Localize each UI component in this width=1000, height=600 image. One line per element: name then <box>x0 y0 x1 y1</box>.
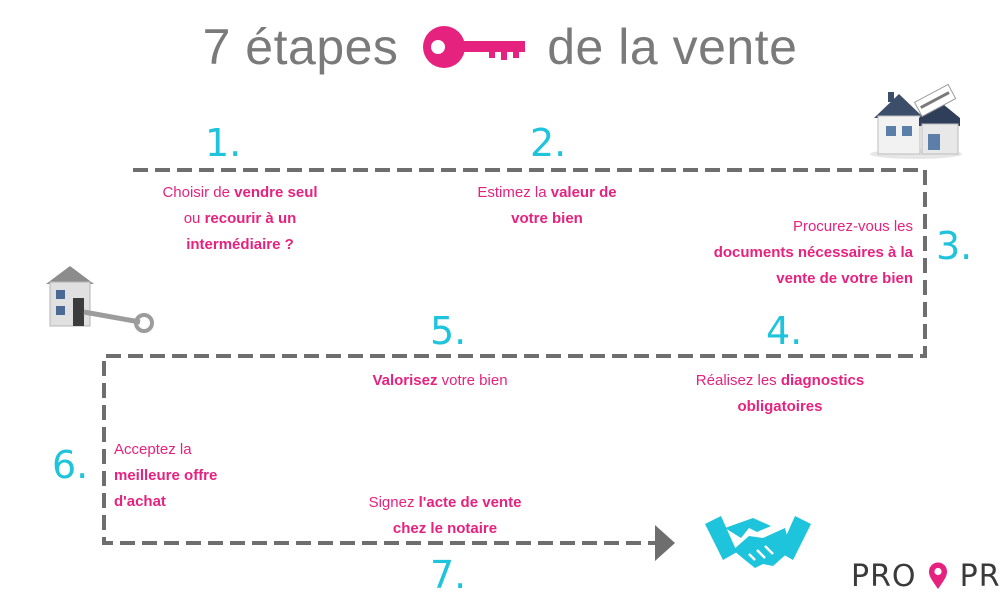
location-pin-icon <box>929 562 948 589</box>
house-for-sale-icon <box>870 83 962 159</box>
step-1-text: Choisir de vendre seul ou recourir à un in… <box>140 180 340 258</box>
step-5-number: 5. <box>430 309 467 353</box>
house-with-key-icon <box>46 266 154 333</box>
brand-logo: PRO PRIL <box>851 559 1000 594</box>
step-4-text: Réalisez les diagnostics obligatoires <box>670 368 890 420</box>
step-4-number: 4. <box>766 309 803 353</box>
step-text-run: d'achat <box>114 493 166 510</box>
step-text-run: vente de votre bien <box>776 270 913 287</box>
step-text-run: documents nécessaires à la <box>713 244 913 261</box>
step-7-text: Signez l'acte de vente chez le notaire <box>345 490 545 542</box>
step-text-run: Procurez-vous les <box>792 218 913 235</box>
step-5-text: Valorisez votre bien <box>330 368 550 394</box>
diagram-title: 7 étapes de la vente <box>0 14 1000 76</box>
title-after: de la vente <box>547 18 798 75</box>
step-7-number: 7. <box>430 553 467 597</box>
title-before: 7 étapes <box>202 18 399 75</box>
brand-part-2: PRI <box>959 559 1000 594</box>
step-3-number: 3. <box>936 224 973 268</box>
brand-part-1: PRO <box>851 559 917 594</box>
step-text-run: vendre seul <box>234 184 318 201</box>
step-text-run: chez le notaire <box>392 520 498 537</box>
step-3-text: Procurez-vous les documents nécessaires à… <box>660 214 913 292</box>
step-text-run: votre bien <box>437 372 508 389</box>
handshake-icon <box>705 516 811 568</box>
step-text-run: ou <box>183 210 205 227</box>
step-text-run: valeur de <box>550 184 617 201</box>
step-2-text: Estimez la valeur de votre bien <box>447 180 647 232</box>
step-text-run: meilleure offre <box>114 467 218 484</box>
step-text-run: votre bien <box>511 210 583 227</box>
step-text-run: Estimez la <box>477 184 551 201</box>
step-6-text: Acceptez la meilleure offre d'achat <box>114 437 314 515</box>
step-text-run: obligatoires <box>737 398 823 415</box>
step-text-run: recourir à un <box>204 210 297 227</box>
step-1-number: 1. <box>205 121 242 165</box>
step-text-run: Choisir de <box>162 184 235 201</box>
step-text-run: l'acte de vente <box>418 494 522 511</box>
step-6-number: 6. <box>52 443 89 487</box>
step-text-run: diagnostics <box>780 372 865 389</box>
step-text-run: Acceptez la <box>114 441 192 458</box>
step-2-number: 2. <box>530 121 567 165</box>
key-icon <box>422 25 525 68</box>
path-arrowhead <box>655 525 675 561</box>
step-text-run: Réalisez les <box>695 372 781 389</box>
step-text-run: intermédiaire ? <box>186 236 294 253</box>
step-text-run: Signez <box>368 494 419 511</box>
step-text-run: Valorisez <box>372 372 438 389</box>
